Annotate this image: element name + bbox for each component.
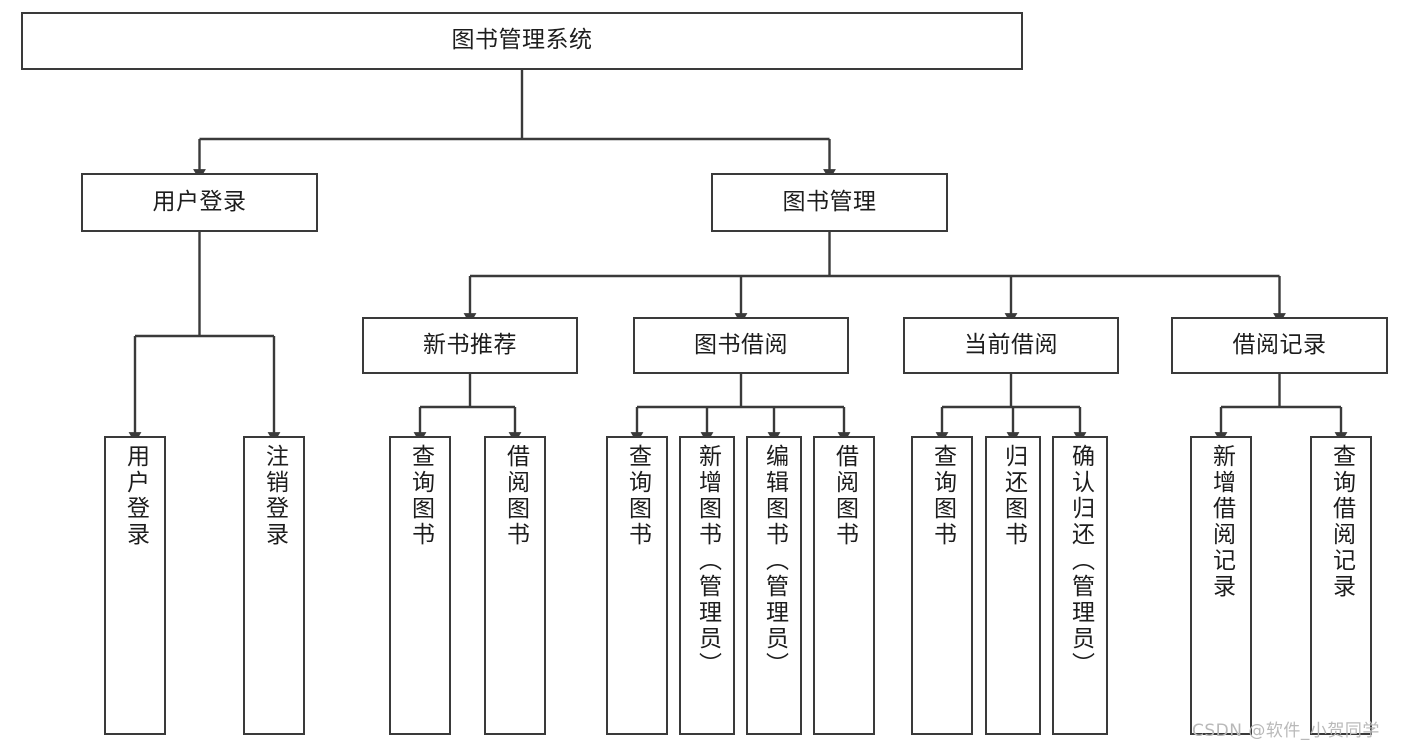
node-label: 图书借阅 <box>694 331 788 358</box>
node-label: 借阅图书 <box>502 444 529 548</box>
node-label: 查询图书 <box>929 444 956 548</box>
node-label: 注销登录 <box>261 444 288 548</box>
node-leaf-用户登录-注销登录[interactable]: 注销登录 <box>243 436 305 735</box>
node-label: 借阅记录 <box>1232 331 1327 358</box>
node-label: 新增借阅记录 <box>1208 444 1235 600</box>
csdn-watermark: CSDN @软件_小贺同学 <box>1192 721 1380 741</box>
node-label: 新增图书（管理员） <box>694 444 721 678</box>
node-label: 图书管理 <box>782 188 877 215</box>
node-level3-图书借阅[interactable]: 图书借阅 <box>633 317 849 374</box>
node-leaf-图书借阅-新增图书（管理员）[interactable]: 新增图书（管理员） <box>679 436 735 735</box>
node-level2-图书管理[interactable]: 图书管理 <box>711 173 948 232</box>
node-label: 确认归还（管理员） <box>1067 444 1094 678</box>
node-root-图书管理系统[interactable]: 图书管理系统 <box>21 12 1023 70</box>
node-leaf-图书借阅-编辑图书（管理员）[interactable]: 编辑图书（管理员） <box>746 436 802 735</box>
node-label: 当前借阅 <box>964 331 1058 358</box>
node-level3-借阅记录[interactable]: 借阅记录 <box>1171 317 1388 374</box>
node-label: 编辑图书（管理员） <box>761 444 788 678</box>
node-level3-新书推荐[interactable]: 新书推荐 <box>362 317 578 374</box>
node-leaf-新书推荐-查询图书[interactable]: 查询图书 <box>389 436 451 735</box>
node-leaf-图书借阅-查询图书[interactable]: 查询图书 <box>606 436 668 735</box>
node-leaf-新书推荐-借阅图书[interactable]: 借阅图书 <box>484 436 546 735</box>
node-leaf-借阅记录-查询借阅记录[interactable]: 查询借阅记录 <box>1310 436 1372 735</box>
node-label: 用户登录 <box>122 444 149 548</box>
node-label: 图书管理系统 <box>451 27 593 54</box>
node-leaf-用户登录-用户登录[interactable]: 用户登录 <box>104 436 166 735</box>
node-leaf-当前借阅-确认归还（管理员）[interactable]: 确认归还（管理员） <box>1052 436 1108 735</box>
node-label: 查询图书 <box>407 444 434 548</box>
node-level2-用户登录[interactable]: 用户登录 <box>81 173 318 232</box>
node-level3-当前借阅[interactable]: 当前借阅 <box>903 317 1119 374</box>
node-label: 借阅图书 <box>831 444 858 548</box>
node-leaf-当前借阅-归还图书[interactable]: 归还图书 <box>985 436 1041 735</box>
node-leaf-当前借阅-查询图书[interactable]: 查询图书 <box>911 436 973 735</box>
node-label: 查询借阅记录 <box>1328 444 1355 600</box>
node-leaf-图书借阅-借阅图书[interactable]: 借阅图书 <box>813 436 875 735</box>
node-label: 新书推荐 <box>423 331 517 358</box>
node-leaf-借阅记录-新增借阅记录[interactable]: 新增借阅记录 <box>1190 436 1252 735</box>
node-label: 用户登录 <box>152 188 247 215</box>
node-label: 归还图书 <box>1000 444 1027 548</box>
node-label: 查询图书 <box>624 444 651 548</box>
